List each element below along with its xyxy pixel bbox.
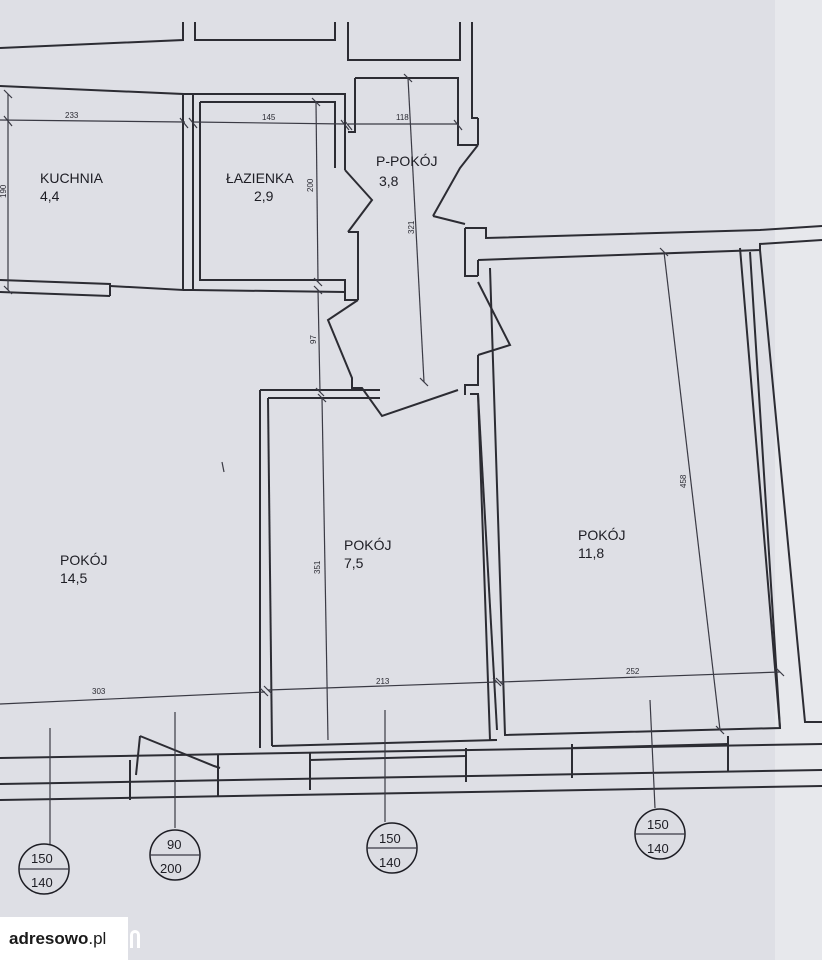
door-top: 90 xyxy=(167,837,181,852)
watermark-mark xyxy=(130,930,140,948)
dim-lazienka-width: 145 xyxy=(262,113,276,122)
room-name-pokoj-right: POKÓJ xyxy=(578,527,625,543)
dim-middle-room-height: 351 xyxy=(313,560,322,574)
window-3-bottom: 140 xyxy=(647,841,669,856)
room-area-pokoj-large: 14,5 xyxy=(60,570,87,586)
pencil-mark xyxy=(221,461,225,473)
dim-kuchnia-width: 233 xyxy=(65,111,79,120)
room-name-p-pokoj: P-POKÓJ xyxy=(376,153,437,169)
window-2-bottom: 140 xyxy=(379,855,401,870)
dim-p-pokoj-height: 321 xyxy=(407,220,416,234)
dim-corridor-gap: 97 xyxy=(309,335,318,344)
dim-large-room-width: 303 xyxy=(92,687,106,696)
window-2-top: 150 xyxy=(379,831,401,846)
dimension-lines xyxy=(0,73,785,741)
room-area-pokoj-right: 11,8 xyxy=(578,545,604,561)
room-area-kuchnia: 4,4 xyxy=(40,188,60,204)
window-1-bottom: 140 xyxy=(31,875,53,890)
dim-middle-room-width: 213 xyxy=(376,677,390,686)
dim-kuchnia-height: 190 xyxy=(0,184,8,198)
door-bottom: 200 xyxy=(160,861,182,876)
dimension-labels: 233 145 118 190 200 321 97 351 458 303 2… xyxy=(0,111,688,696)
window-marker-1: 150 140 xyxy=(18,843,70,895)
window-marker-3: 150 140 xyxy=(366,822,418,874)
dim-right-room-height: 458 xyxy=(679,474,688,488)
exterior-walls xyxy=(0,22,478,297)
right-room-walls xyxy=(489,247,822,737)
room-area-p-pokoj: 3,8 xyxy=(379,173,399,189)
room-area-lazienka: 2,9 xyxy=(254,188,274,204)
room-name-pokoj-large: POKÓJ xyxy=(60,552,107,568)
window-marker-4: 150 140 xyxy=(634,808,686,860)
room-labels: KUCHNIA 4,4 ŁAZIENKA 2,9 P-POKÓJ 3,8 POK… xyxy=(40,153,625,586)
bottom-wall xyxy=(0,735,822,801)
dim-right-room-width: 252 xyxy=(626,667,640,676)
window-marker-2: 90 200 xyxy=(149,829,201,881)
room-name-kuchnia: KUCHNIA xyxy=(40,170,104,186)
hall-walls xyxy=(326,77,822,418)
window-leaders xyxy=(49,699,656,845)
room-name-lazienka: ŁAZIENKA xyxy=(226,170,294,186)
dim-p-pokoj-width: 118 xyxy=(396,113,409,122)
room-area-pokoj-middle: 7,5 xyxy=(344,555,364,571)
window-1-top: 150 xyxy=(31,851,53,866)
watermark-brand: adresowo xyxy=(9,928,89,948)
kitchen-bath-walls xyxy=(183,93,374,301)
watermark-suffix: .pl xyxy=(88,928,107,948)
watermark-logo: adresowo.pl xyxy=(0,917,128,960)
dim-lazienka-height: 200 xyxy=(306,178,315,192)
window-3-top: 150 xyxy=(647,817,669,832)
room-name-pokoj-middle: POKÓJ xyxy=(344,537,391,553)
